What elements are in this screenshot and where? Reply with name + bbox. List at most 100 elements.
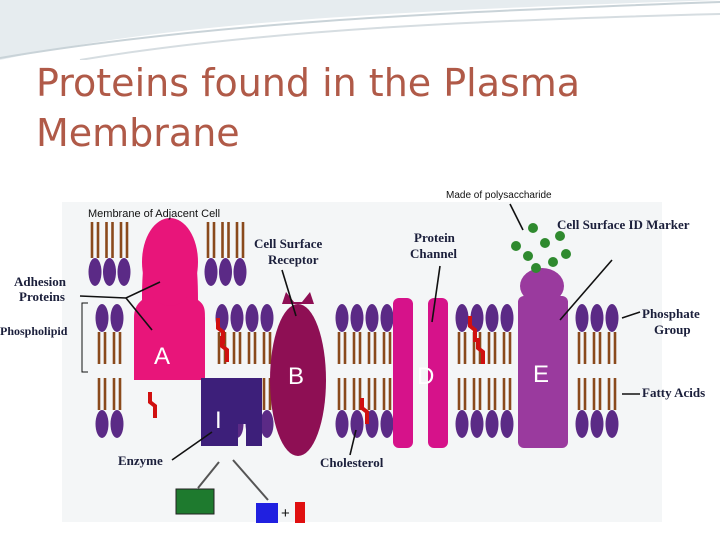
phosphate-head — [117, 258, 131, 286]
polysaccharide-chain — [511, 223, 571, 273]
receptor-binding-site — [282, 292, 314, 304]
label-cholesterol: Cholesterol — [320, 455, 384, 470]
cholesterol-molecule — [476, 338, 485, 364]
enzyme-protein-body — [201, 378, 262, 446]
arrow-line — [232, 459, 269, 501]
phosphate-head — [455, 304, 469, 332]
phosphate-head — [204, 258, 218, 286]
receptor-protein: B — [270, 292, 326, 456]
phosphate-head — [350, 410, 364, 438]
phospholipid-bracket — [81, 302, 88, 373]
cholesterol-molecule — [148, 392, 157, 418]
channel-protein: D — [393, 298, 448, 448]
phosphate-head — [245, 304, 259, 332]
phosphate-head — [380, 304, 394, 332]
slide-title: Proteins found in the Plasma Membrane — [36, 61, 581, 155]
arrow-line — [197, 461, 220, 489]
pointer-receptor — [281, 269, 297, 317]
substrate-green-block — [175, 488, 215, 515]
sugar-bead — [528, 223, 538, 233]
label-adjacent-cell: Membrane of Adjacent Cell — [88, 208, 220, 220]
phosphate-head — [470, 410, 484, 438]
product-red-block — [295, 502, 305, 523]
phosphate-head — [605, 410, 619, 438]
phosphate-head — [575, 410, 589, 438]
adjacent-membrane — [88, 222, 247, 286]
label-enzyme: Enzyme — [118, 453, 163, 468]
phosphate-head — [500, 410, 514, 438]
protein-letter-b: B — [288, 363, 304, 390]
label-receptor-line2: Receptor — [268, 252, 319, 267]
label-adhesion-line2: Proteins — [19, 289, 65, 304]
pointer-adhesion-split — [125, 297, 153, 331]
phosphate-head — [110, 410, 124, 438]
cholesterol-molecule — [468, 316, 477, 342]
sugar-bead — [561, 249, 571, 259]
label-channel-line2: Channel — [410, 246, 457, 261]
pointer-enzyme — [171, 431, 213, 461]
channel-left-wall — [393, 298, 413, 448]
enzyme-protein: I — [201, 378, 262, 446]
label-channel-line1: Protein — [414, 230, 456, 245]
sugar-bead — [531, 263, 541, 273]
slide-background-swoosh — [0, 0, 720, 60]
enzyme-products: + — [175, 459, 305, 523]
adjacent-membrane-heads — [88, 258, 247, 286]
phosphate-head — [485, 304, 499, 332]
pointer-id-marker — [559, 259, 613, 321]
sugar-bead — [511, 241, 521, 251]
pointer-lines — [79, 203, 641, 461]
phosphate-head — [95, 304, 109, 332]
sugar-bead — [523, 251, 533, 261]
bilayer — [95, 304, 619, 438]
phosphate-heads — [95, 304, 619, 438]
receptor-protein-body — [270, 304, 326, 456]
pointer-polysaccharide — [509, 203, 524, 231]
pointer-cholesterol — [349, 429, 357, 456]
label-adhesion-line1: Adhesion — [14, 274, 67, 289]
adhesion-protein-top — [142, 218, 198, 306]
phosphate-head — [335, 410, 349, 438]
sugar-bead — [548, 257, 558, 267]
pointer-channel — [431, 265, 441, 323]
phosphate-head — [260, 304, 274, 332]
label-phosphate-line2: Group — [654, 322, 691, 337]
phosphate-head — [455, 410, 469, 438]
product-blue-block — [256, 503, 278, 523]
protein-letter-a: A — [154, 343, 170, 370]
labels: Membrane of Adjacent Cell Made of polysa… — [0, 190, 705, 470]
cholesterol-molecule — [220, 336, 229, 362]
phosphate-head — [230, 304, 244, 332]
phosphate-head — [590, 304, 604, 332]
adjacent-membrane-tails — [90, 222, 245, 258]
phosphate-head — [95, 410, 109, 438]
phosphate-head — [350, 304, 364, 332]
phosphate-head — [365, 304, 379, 332]
protein-letter-i: I — [215, 407, 222, 434]
phosphate-head — [605, 304, 619, 332]
label-fatty-acids: Fatty Acids — [642, 385, 705, 400]
plus-sign: + — [281, 505, 290, 522]
cholesterol-molecule — [360, 398, 369, 424]
pointer-adhesion — [79, 295, 127, 299]
phosphate-head — [219, 258, 232, 286]
phosphate-head — [233, 258, 247, 286]
label-id-marker: Cell Surface ID Marker — [557, 217, 690, 232]
label-polysaccharide: Made of polysaccharide — [446, 190, 552, 201]
phosphate-head — [380, 410, 394, 438]
pointer-phosphate — [621, 311, 641, 319]
phosphate-head — [485, 410, 499, 438]
phosphate-head — [335, 304, 349, 332]
phosphate-head — [500, 304, 514, 332]
id-marker-cap — [520, 268, 564, 304]
channel-right-wall — [428, 298, 448, 448]
label-phosphate-line1: Phosphate — [642, 306, 700, 321]
label-phospholipid: Phospholipid — [0, 324, 68, 338]
protein-letter-e: E — [533, 361, 549, 388]
cholesterol-molecules — [148, 316, 485, 424]
phosphate-head — [470, 304, 484, 332]
phosphate-head — [110, 304, 124, 332]
phosphate-head — [260, 410, 274, 438]
